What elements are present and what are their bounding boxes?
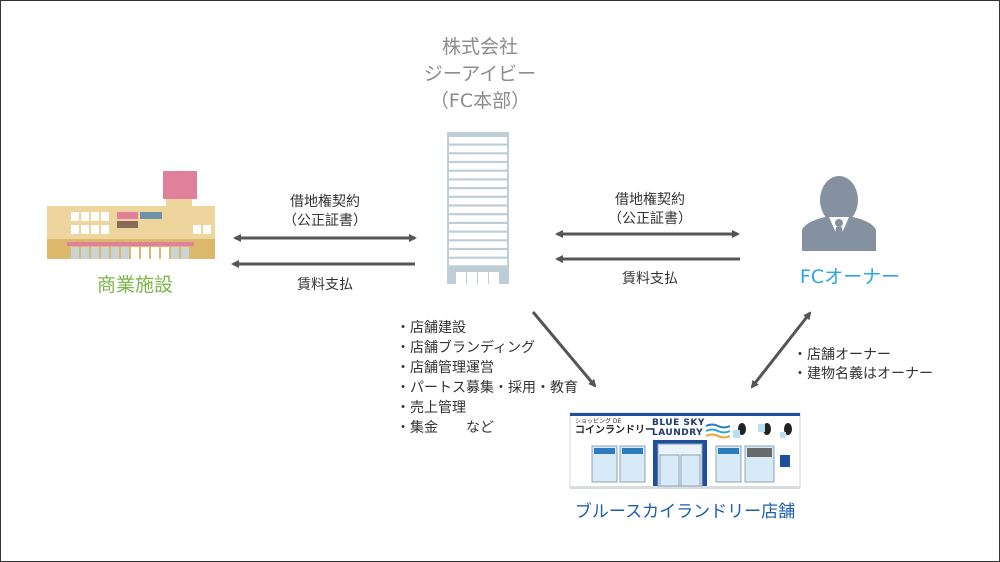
service-item: ・売上管理 bbox=[396, 400, 466, 416]
store-brand: BLUE SKY LAUNDRY bbox=[652, 418, 705, 438]
fc-owner-label: FCオーナー bbox=[799, 266, 901, 288]
tower-floor bbox=[449, 224, 507, 231]
left-contract-line1: 借地権契約 bbox=[290, 194, 360, 210]
service-item: ・パートス募集・採用・教育 bbox=[396, 380, 578, 396]
tower-floor bbox=[449, 215, 507, 222]
tower-floor bbox=[449, 250, 507, 257]
tower-floor bbox=[449, 171, 507, 179]
store-sign-large: コインランドリー bbox=[575, 425, 655, 436]
hq-building-icon bbox=[447, 132, 509, 284]
left-contract-line2: （公正証書） bbox=[283, 213, 367, 229]
store-brand-line1: BLUE SKY bbox=[652, 418, 705, 428]
left-payment-label: 賃料支払 bbox=[297, 277, 353, 293]
tower-floor bbox=[449, 232, 507, 240]
service-item: ・店舗ブランディング bbox=[396, 340, 536, 356]
tower-floor bbox=[449, 206, 507, 214]
owner-person-icon bbox=[802, 176, 876, 251]
store-sign-small: ショッピング DE bbox=[575, 418, 622, 425]
commercial-facility-icon bbox=[47, 171, 215, 259]
service-item: ・店舗管理運営 bbox=[396, 360, 494, 376]
owner-notes-list: ・店舗オーナー ・建物名義はオーナー bbox=[793, 346, 933, 384]
tower-floor bbox=[449, 189, 507, 196]
tower-floor bbox=[449, 137, 507, 144]
hq-to-store-arrow bbox=[531, 311, 597, 388]
hq-title: 株式会社 ジーアイビー （FC本部） bbox=[380, 34, 580, 115]
tower-floor bbox=[449, 197, 507, 205]
left-contract-label: 借地権契約 （公正証書） bbox=[255, 193, 395, 231]
owner-store-arrow bbox=[750, 311, 812, 389]
owner-note-item: ・建物名義はオーナー bbox=[793, 366, 933, 382]
store-label: ブルースカイランドリー店舗 bbox=[574, 502, 796, 522]
laundry-store-icon bbox=[569, 412, 801, 489]
tower-floor bbox=[449, 258, 507, 266]
tower-floor bbox=[449, 241, 507, 248]
right-payment-label: 賃料支払 bbox=[622, 271, 678, 287]
tower-floor bbox=[449, 180, 507, 187]
hq-title-line1: 株式会社 bbox=[441, 36, 518, 58]
tower-floor bbox=[449, 145, 507, 153]
right-contract-line2: （公正証書） bbox=[608, 211, 692, 227]
tower-floor bbox=[449, 154, 507, 161]
tower-floor bbox=[449, 163, 507, 170]
right-contract-line1: 借地権契約 bbox=[615, 192, 685, 208]
right-contract-label: 借地権契約 （公正証書） bbox=[580, 191, 720, 229]
store-brand-line2: LAUNDRY bbox=[652, 428, 704, 438]
service-item: ・店舗建設 bbox=[396, 320, 466, 336]
owner-note-item: ・店舗オーナー bbox=[793, 347, 891, 363]
hq-title-line3: （FC本部） bbox=[429, 90, 531, 112]
commercial-facility-label: 商業施設 bbox=[96, 274, 173, 296]
service-item: ・集金 など bbox=[396, 420, 494, 436]
hq-title-line2: ジーアイビー bbox=[423, 63, 537, 85]
hq-services-list: ・店舗建設 ・店舗ブランディング ・店舗管理運営 ・パートス募集・採用・教育 ・… bbox=[396, 318, 578, 438]
